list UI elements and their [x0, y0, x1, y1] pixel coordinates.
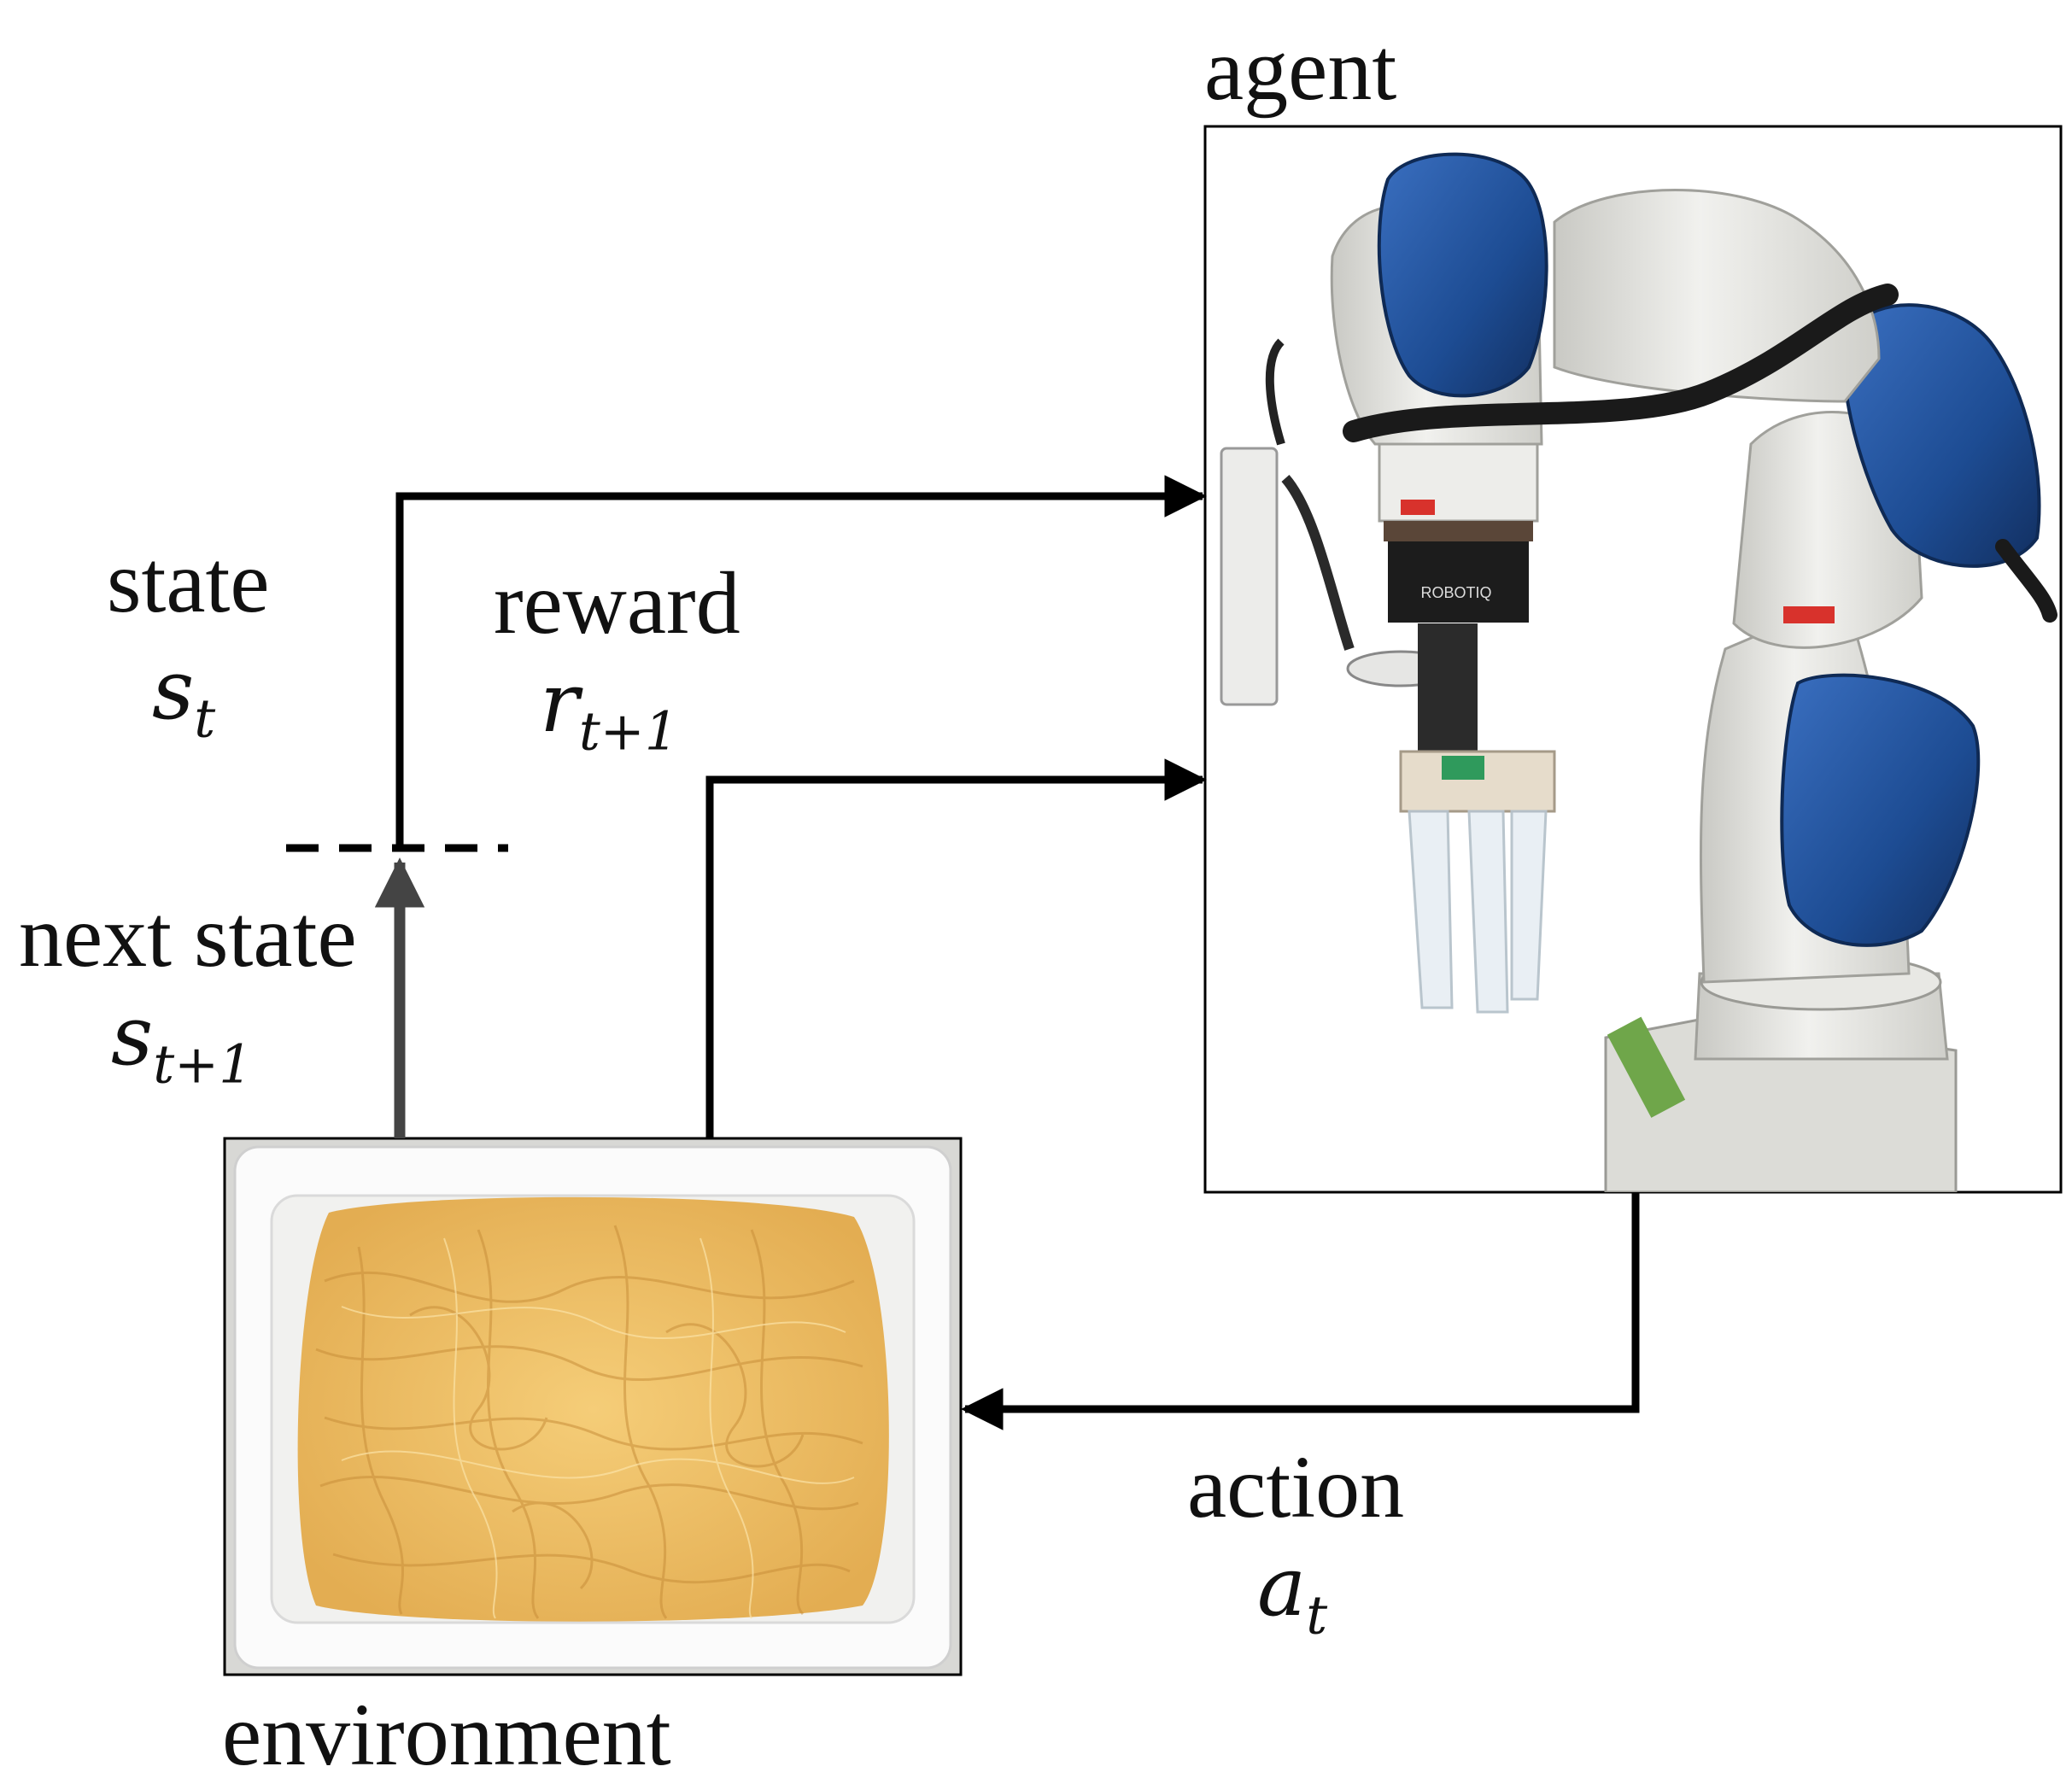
noodle-tray-icon: [233, 1145, 952, 1670]
next-state-label: next state: [19, 887, 357, 986]
next-state-symbol-base: s: [111, 988, 154, 1084]
state-symbol-subscript: t: [194, 687, 216, 750]
next-state-symbol-subscript: t+1: [153, 1032, 253, 1096]
svg-text:ROBOTIQ: ROBOTIQ: [1420, 584, 1491, 601]
action-label: action: [1187, 1438, 1405, 1536]
environment-label: environment: [222, 1686, 671, 1784]
reward-symbol-subscript: t+1: [578, 699, 679, 763]
environment-image-box: [223, 1137, 963, 1676]
next-state-symbol: st+1: [111, 995, 253, 1091]
action-symbol: at: [1257, 1546, 1327, 1641]
action-symbol-subscript: t: [1306, 1583, 1328, 1647]
agent-image-box: ROBOTIQ: [1203, 125, 2063, 1194]
robot-arm-icon: ROBOTIQ: [1220, 152, 2057, 1192]
reward-symbol-base: r: [540, 655, 579, 751]
action-arrow: [961, 1192, 1640, 1430]
state-label: state: [107, 533, 270, 631]
reward-label: reward: [494, 554, 740, 652]
reward-arrow: [705, 758, 1207, 1138]
state-arrow: [395, 475, 1207, 848]
agent-label: agent: [1204, 20, 1397, 119]
state-symbol-base: s: [152, 642, 195, 738]
action-symbol-base: a: [1257, 1539, 1307, 1635]
reward-symbol: rt+1: [540, 662, 678, 757]
state-symbol: st: [152, 649, 215, 745]
